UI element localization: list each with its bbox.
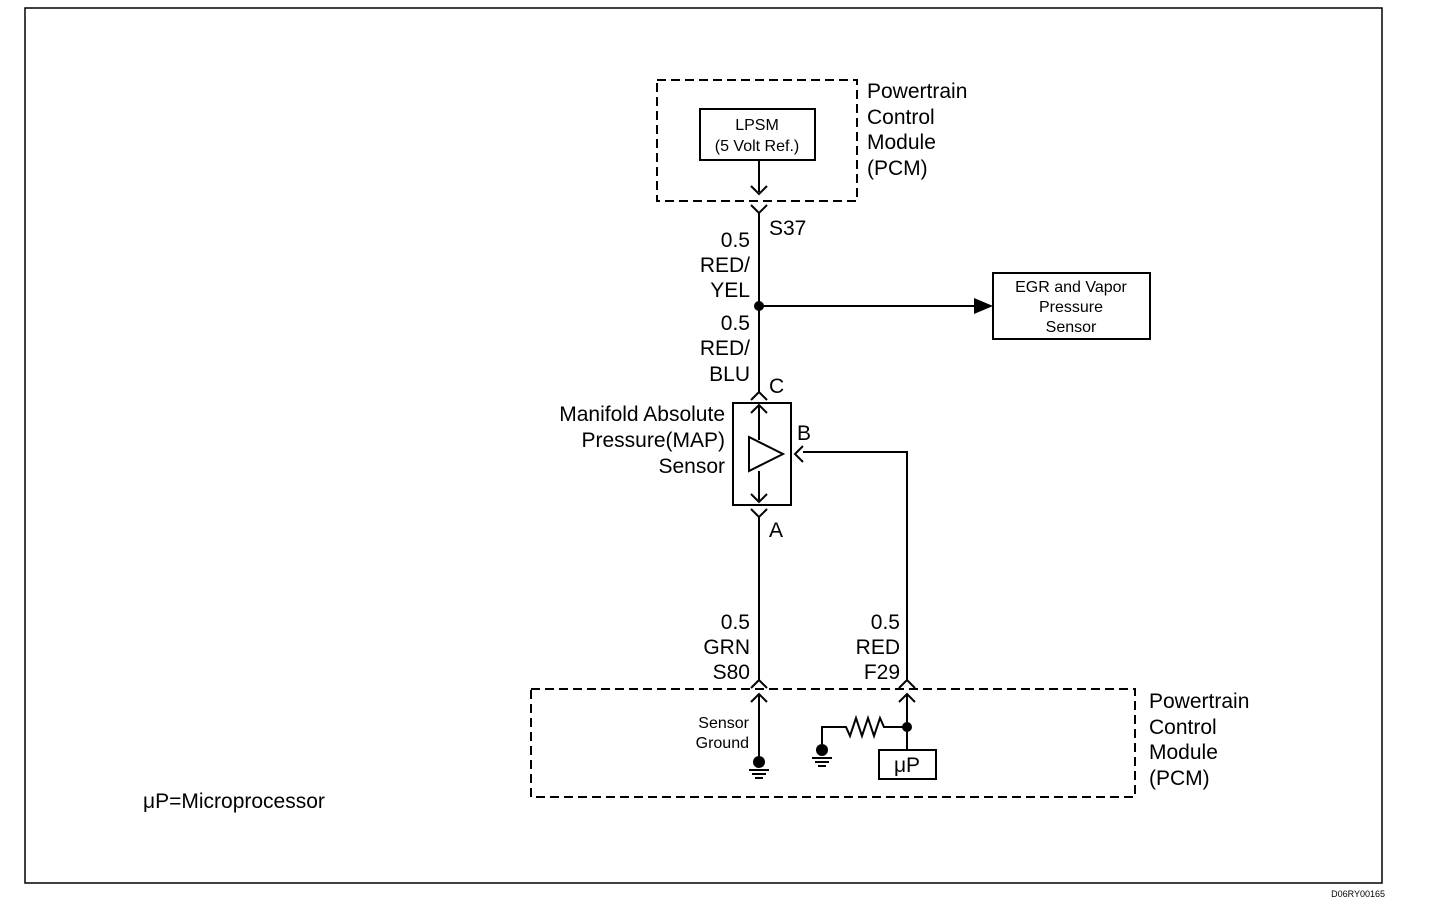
top-pcm-dashed-boundary [656, 79, 858, 202]
svg-text:0.5: 0.5 [871, 611, 900, 634]
wire-red-blu-label: 0.5 RED/ BLU [700, 312, 750, 386]
connector-s80-symbol [750, 678, 768, 689]
svg-text:0.5: 0.5 [721, 229, 750, 252]
figure-code: D06RY00165 [1331, 889, 1385, 899]
map-amplifier-triangle [748, 435, 786, 473]
svg-text:0.5: 0.5 [721, 312, 750, 335]
microprocessor-legend: μP=Microprocessor [143, 790, 325, 813]
wire-red-label: 0.5 RED F29 [856, 611, 900, 684]
sensor-ground-label: Sensor Ground [696, 715, 750, 752]
svg-text:Module: Module [1149, 741, 1218, 764]
lpsm-subtitle: (5 Volt Ref.) [715, 138, 799, 155]
svg-text:F29: F29 [864, 661, 900, 684]
connector-f29-symbol [898, 678, 916, 689]
diagram-frame [24, 7, 1383, 884]
svg-text:(PCM): (PCM) [1149, 767, 1210, 790]
svg-text:0.5: 0.5 [721, 611, 750, 634]
connector-s37-symbol [750, 204, 768, 215]
svg-text:RED/: RED/ [700, 337, 750, 360]
svg-text:Module: Module [867, 131, 936, 154]
svg-text:Manifold Absolute: Manifold Absolute [559, 403, 725, 426]
svg-text:Control: Control [1149, 716, 1217, 739]
lpsm-label: LPSM [735, 117, 779, 134]
egr-vapor-sensor-box [992, 272, 1151, 340]
svg-text:Pressure(MAP): Pressure(MAP) [581, 429, 725, 452]
svg-text:Pressure: Pressure [1039, 299, 1103, 316]
svg-text:(PCM): (PCM) [867, 157, 928, 180]
svg-text:RED/: RED/ [700, 254, 750, 277]
lpsm-box [699, 108, 816, 161]
map-internal-ref-arrow [750, 403, 768, 414]
egr-vapor-sensor-label: EGR and Vapor Pressure Sensor [1015, 279, 1127, 336]
lpsm-output-arrow [750, 185, 768, 196]
map-pin-a-label: A [769, 519, 783, 542]
signal-wire [803, 451, 908, 680]
svg-text:Powertrain: Powertrain [1149, 690, 1249, 713]
svg-text:YEL: YEL [710, 279, 750, 302]
svg-text:S80: S80 [713, 661, 750, 684]
svg-text:BLU: BLU [709, 363, 750, 386]
resistor-ground-dot [816, 744, 828, 756]
wire-grn-label: 0.5 GRN S80 [703, 611, 750, 684]
microprocessor-label: μP [894, 754, 920, 777]
egr-branch-arrowhead [974, 298, 993, 314]
top-pcm-label: Powertrain Control Module (PCM) [867, 80, 967, 180]
svg-text:Sensor: Sensor [658, 455, 725, 478]
map-pin-b-label: B [797, 422, 811, 445]
wire-red-yel-label: 0.5 RED/ YEL [700, 229, 750, 302]
pull-down-resistor [821, 714, 907, 744]
map-pin-a-symbol [750, 508, 768, 519]
resistor-ground-symbol [812, 757, 832, 767]
svg-text:GRN: GRN [703, 636, 750, 659]
svg-text:Powertrain: Powertrain [867, 80, 967, 103]
bottom-pcm-dashed-boundary [530, 688, 1136, 798]
map-pin-c-symbol [750, 390, 768, 401]
map-pin-c-label: C [769, 375, 784, 398]
connector-s37-label: S37 [769, 217, 806, 240]
svg-text:Control: Control [867, 106, 935, 129]
svg-text:Sensor: Sensor [698, 715, 749, 732]
svg-text:EGR and Vapor: EGR and Vapor [1015, 279, 1127, 296]
map-pin-b-symbol [793, 445, 804, 463]
svg-text:Sensor: Sensor [1046, 319, 1097, 336]
sensor-ground-symbol [749, 769, 769, 779]
map-internal-ground-arrow [750, 493, 768, 504]
microprocessor-box [878, 749, 937, 780]
svg-text:Ground: Ground [696, 735, 749, 752]
svg-text:RED: RED [856, 636, 900, 659]
sensor-ground-dot [753, 756, 765, 768]
map-sensor-label: Manifold Absolute Pressure(MAP) Sensor [559, 403, 725, 478]
bottom-pcm-label: Powertrain Control Module (PCM) [1149, 690, 1249, 790]
